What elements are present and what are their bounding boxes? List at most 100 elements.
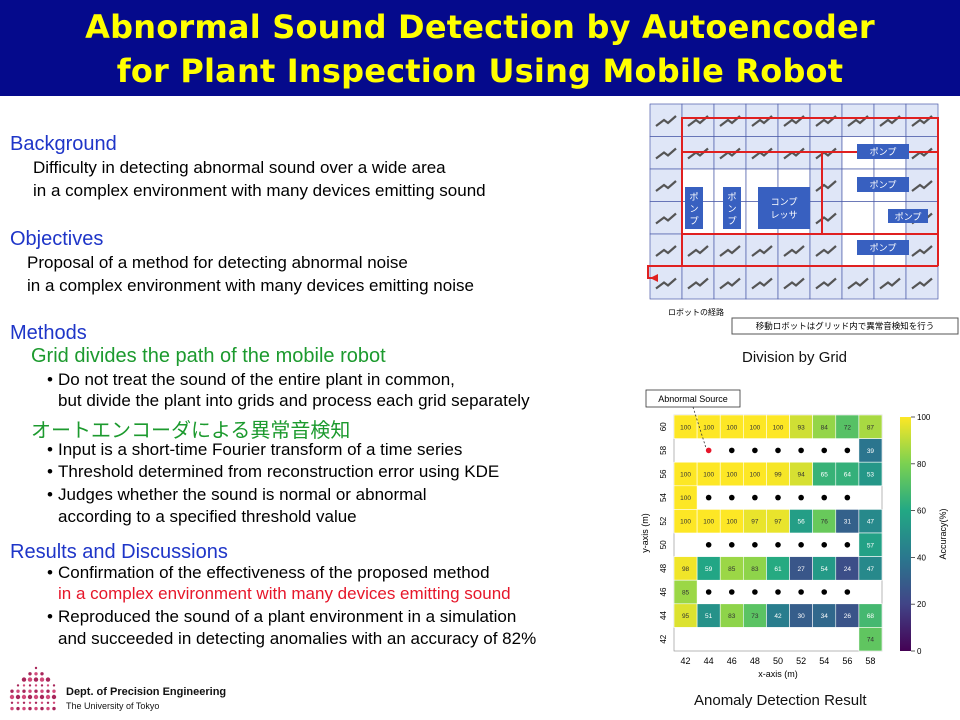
device-icon <box>655 147 677 160</box>
y-tick-label: 46 <box>659 587 668 596</box>
device-icon <box>655 115 677 127</box>
heatmap-cell-value: 61 <box>774 566 782 573</box>
methods-bullet-dot-1: • <box>47 370 53 389</box>
heatmap-cell-value: 42 <box>774 613 782 620</box>
logo-dot <box>10 689 14 693</box>
device-icon <box>783 245 805 257</box>
y-tick-label: 48 <box>659 563 668 572</box>
sensor-marker <box>844 494 851 501</box>
heatmap-cell-value: 100 <box>703 424 714 431</box>
x-tick-label: 58 <box>865 656 875 666</box>
abnormal-source-label: Abnormal Source <box>658 394 728 404</box>
x-tick-label: 44 <box>704 656 714 666</box>
sensor-marker <box>752 589 758 595</box>
methods-bullet-dot-4: • <box>47 485 53 504</box>
heatmap-markers <box>705 447 851 595</box>
logo-dot <box>16 684 20 687</box>
x-tick-label: 50 <box>773 656 783 666</box>
logo-dot <box>40 706 44 711</box>
heatmap-cell-value: 73 <box>751 613 759 620</box>
sensor-marker <box>775 542 781 548</box>
logo-dot <box>15 694 21 700</box>
device-icon <box>879 115 901 127</box>
heatmap-cell-value: 83 <box>728 613 736 620</box>
logo-dot <box>16 701 20 704</box>
logo-dot <box>10 701 14 704</box>
device-icon <box>655 245 677 257</box>
heatmap-x-label: x-axis (m) <box>758 669 798 679</box>
grid-cell <box>841 201 875 235</box>
sensor-marker <box>821 447 828 454</box>
sensor-marker <box>798 494 804 501</box>
heatmap-cell-value: 59 <box>705 566 713 573</box>
pump-vertical-label-1a: ポ <box>689 192 698 202</box>
colorbar-label: Accuracy(%) <box>938 508 948 559</box>
methods-bullet-4-line-2: according to a specified threshold value <box>58 507 357 526</box>
results-heading: Results and Discussions <box>10 541 228 563</box>
device-icon <box>751 245 773 257</box>
methods-heading: Methods <box>10 322 87 344</box>
heatmap-cell-value: 57 <box>867 542 875 549</box>
grid-cells <box>649 103 939 300</box>
title-line-1: Abnormal Sound Detection by Autoencoder <box>85 8 875 46</box>
heatmap-cell-value: 100 <box>680 519 691 526</box>
logo-dot <box>10 706 14 711</box>
methods-bullet-dot-2: • <box>47 440 53 459</box>
compressor-label-2: レッサ <box>770 210 797 220</box>
logo-dot <box>52 701 56 704</box>
sensor-marker <box>798 447 804 454</box>
grid-note-text: 移動ロボットはグリッド内で異常音検知を行う <box>756 321 935 331</box>
compressor-box <box>758 187 810 229</box>
grid-figure-caption: Division by Grid <box>742 349 848 366</box>
logo-dot <box>40 672 44 676</box>
equipment: ポンプ ポンプ ポンプ ポンプ ポ ン プ ポ ン プ コンプ レッサ <box>685 144 928 255</box>
y-tick-label: 52 <box>659 516 668 525</box>
heatmap-caption: Anomaly Detection Result <box>694 692 867 709</box>
abnormal-source-pointer <box>692 406 707 449</box>
pump-label-3: ポンプ <box>895 212 922 222</box>
heatmap-cell-value: 65 <box>821 472 829 479</box>
heatmap-cell-value: 64 <box>844 472 852 479</box>
heatmap-cell-value: 54 <box>821 566 829 573</box>
sensor-marker <box>705 542 712 548</box>
logo-dot <box>46 706 50 711</box>
heatmap-cell-value: 39 <box>867 448 875 455</box>
heatmap-cell-value: 100 <box>726 424 737 431</box>
logo-dot <box>46 689 50 693</box>
sensor-marker <box>752 447 758 454</box>
heatmap-cell-value: 72 <box>844 424 852 431</box>
heatmap-cell-value: 26 <box>844 613 852 620</box>
x-tick-label: 46 <box>727 656 737 666</box>
logo-dot <box>39 677 45 682</box>
logo-dot <box>34 684 38 687</box>
device-icon <box>751 115 773 127</box>
sensor-marker <box>775 494 781 501</box>
logo-dot <box>9 694 15 700</box>
sensor-marker <box>705 447 712 454</box>
university-logo-icon <box>9 666 57 711</box>
sensor-marker <box>844 447 851 454</box>
device-icon <box>815 245 837 257</box>
device-icon <box>911 277 933 290</box>
logo-dot <box>21 677 27 682</box>
logo-dot <box>52 706 56 711</box>
heatmap-cell-value: 97 <box>774 519 782 526</box>
logo-dot <box>52 684 56 687</box>
logo-university-name: The University of Tokyo <box>66 701 160 711</box>
pump-vertical-1 <box>685 187 703 229</box>
logo-dot <box>21 694 27 700</box>
heatmap-cell-value: 94 <box>797 472 805 479</box>
heatmap-cell-value: 85 <box>682 590 690 597</box>
pump-vertical-label-1c: プ <box>689 216 698 226</box>
device-icon <box>847 115 869 127</box>
heatmap-cell-value: 68 <box>867 613 875 620</box>
device-icon <box>655 277 677 290</box>
heatmap-cell-value: 98 <box>682 566 690 573</box>
y-tick-label: 42 <box>659 634 668 643</box>
grid-division-figure: ポンプ ポンプ ポンプ ポンプ ポ ン プ ポ ン プ コンプ レッサ ロボット… <box>647 103 959 335</box>
logo-dot <box>34 706 38 711</box>
logo-dot <box>45 677 51 682</box>
heatmap-cell-value: 97 <box>751 519 759 526</box>
